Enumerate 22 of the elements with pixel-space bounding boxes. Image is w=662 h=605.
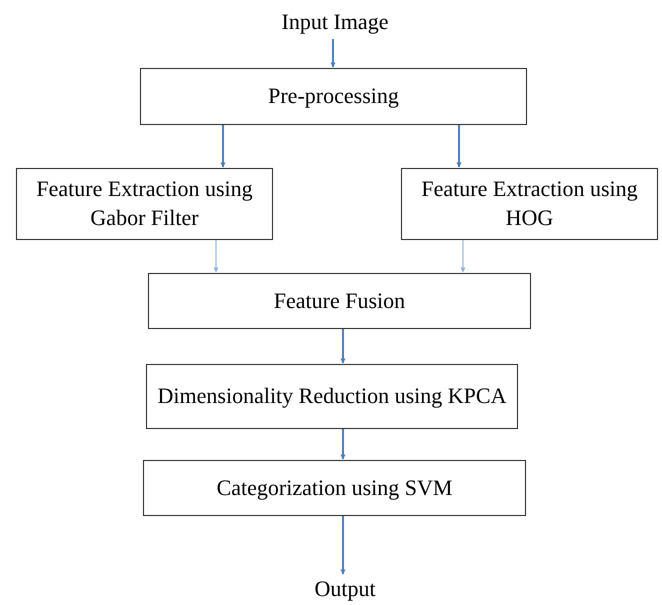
process-box — [146, 364, 518, 429]
box-label: Dimensionality Reduction using KPCA — [158, 382, 506, 410]
process-box — [148, 273, 531, 329]
arrow — [340, 516, 346, 574]
arrow — [460, 240, 466, 272]
box-label: Pre-processing — [268, 82, 399, 110]
flow-label: Output — [314, 574, 376, 603]
process-box — [401, 168, 658, 240]
arrow — [340, 429, 346, 460]
arrow — [340, 329, 346, 364]
box-label: Feature Extraction using HOG — [420, 175, 639, 232]
arrow — [330, 39, 336, 68]
arrow — [456, 125, 462, 168]
arrow — [220, 125, 226, 168]
process-box — [16, 168, 273, 240]
flow-label: Input Image — [282, 8, 388, 36]
arrow — [214, 240, 218, 272]
box-label: Feature Extraction using Gabor Filter — [35, 175, 254, 232]
box-label: Categorization using SVM — [216, 474, 452, 502]
process-box — [140, 68, 527, 125]
process-box — [143, 460, 526, 516]
box-label: Feature Fusion — [274, 286, 406, 315]
